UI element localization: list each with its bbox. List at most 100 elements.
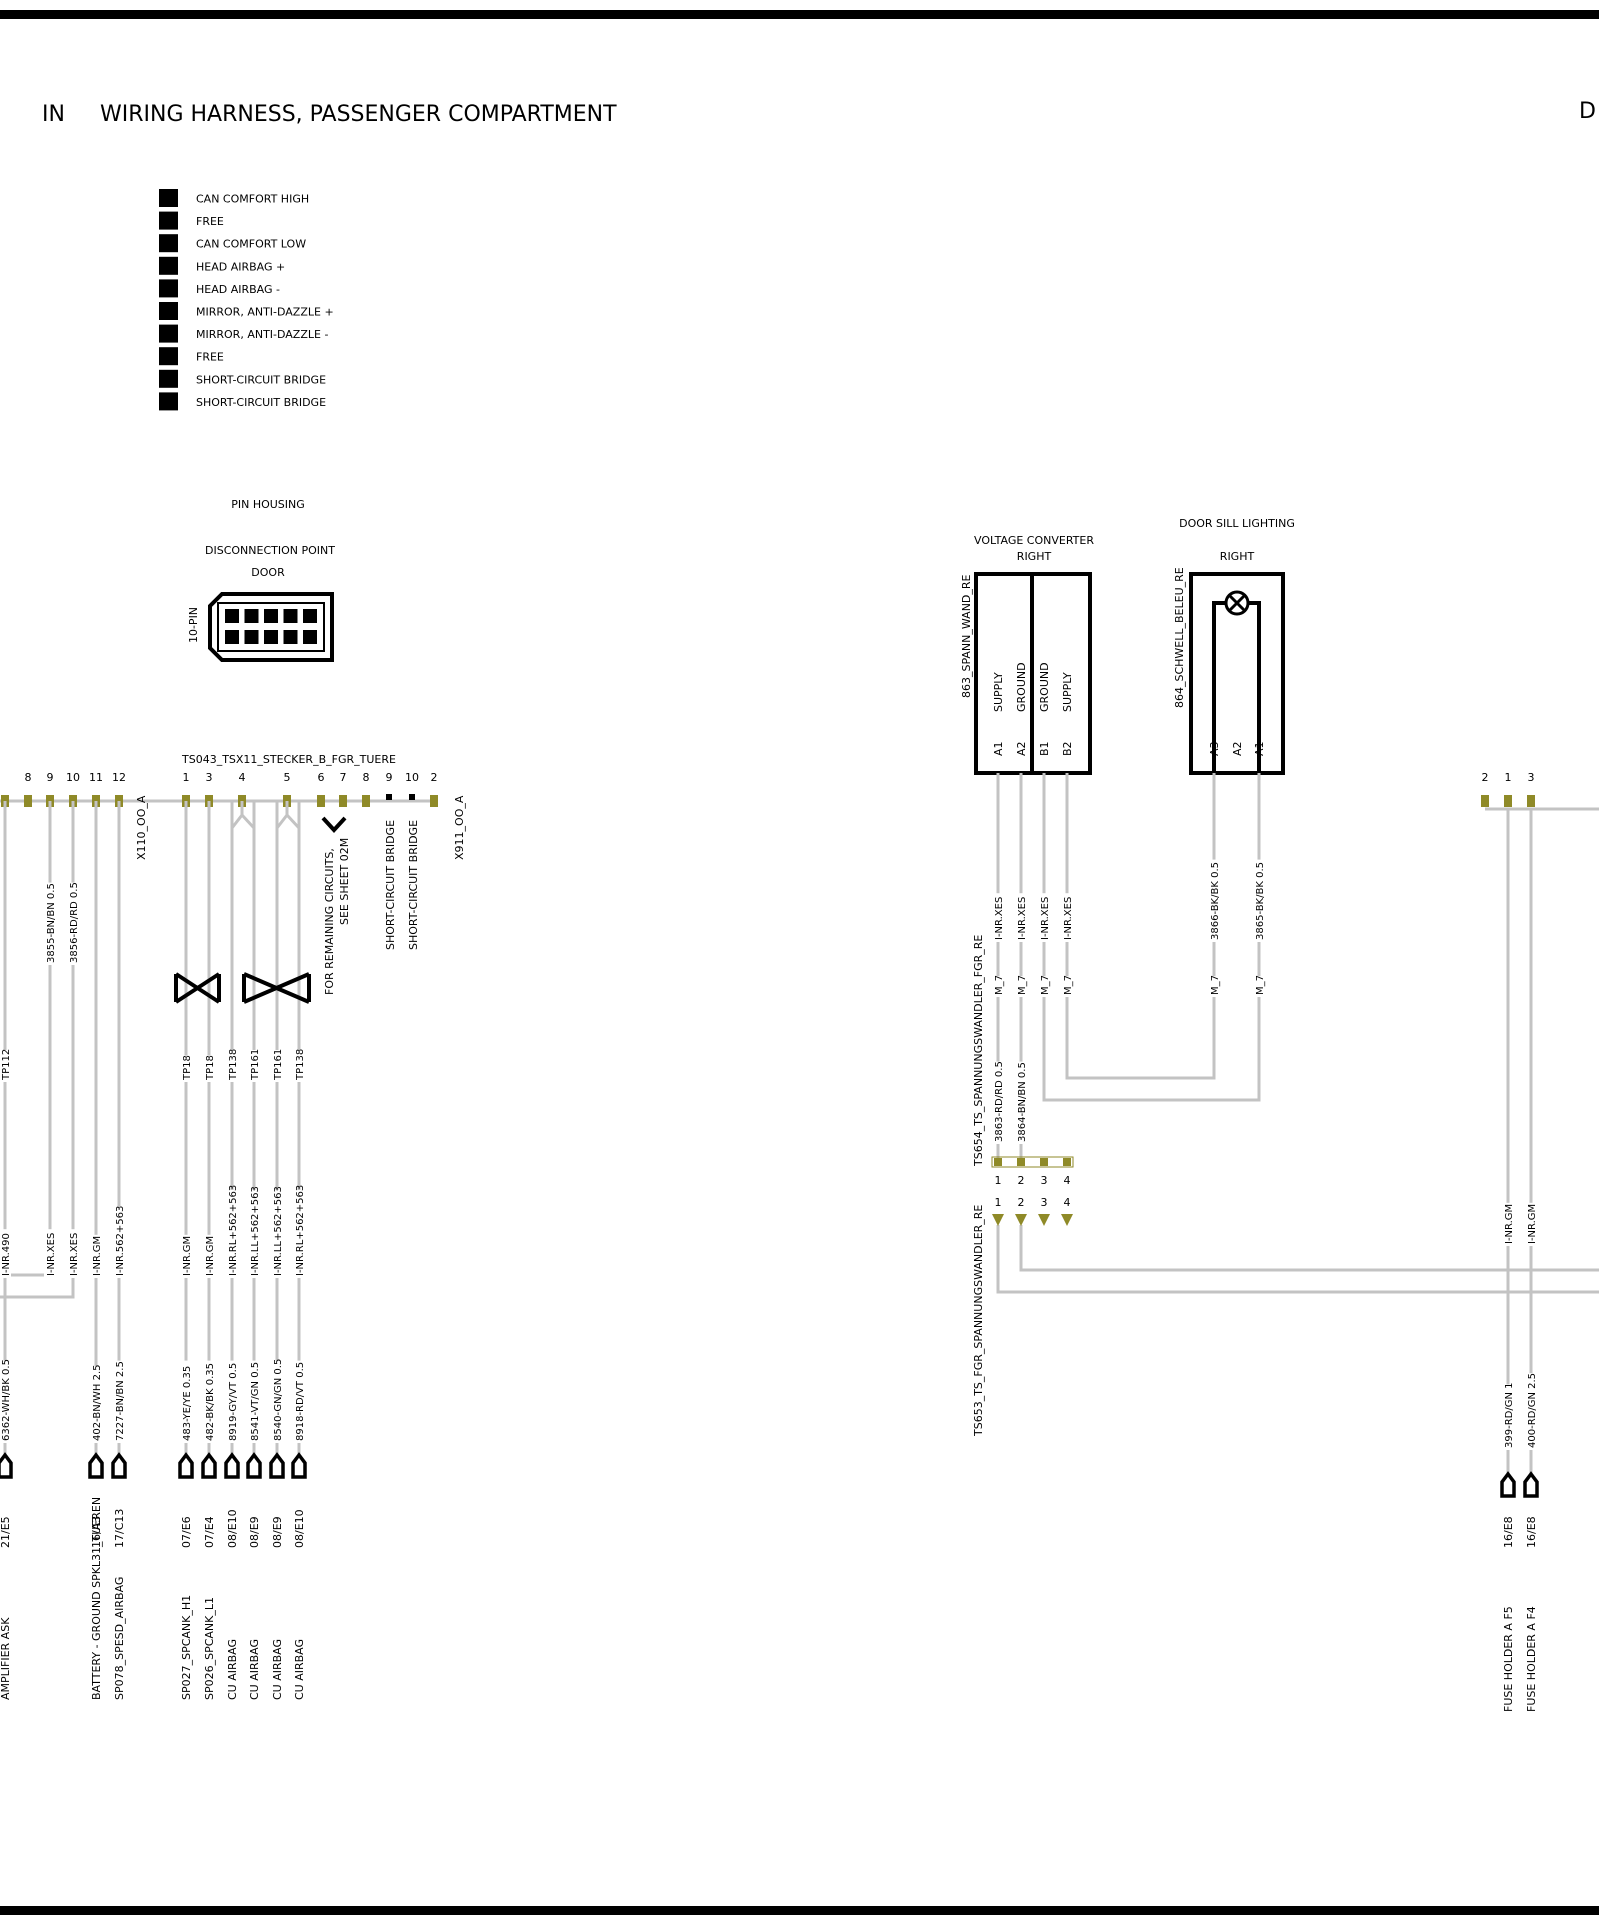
wire-label-bg xyxy=(1502,1202,1514,1246)
wire-label: 3856-RD/RD 0.5 xyxy=(67,882,80,965)
wire-label-text: M_7 xyxy=(1017,975,1028,995)
wire-label-bg xyxy=(0,1229,11,1278)
housing-pin-number: 8 xyxy=(268,613,274,623)
terminal-pin xyxy=(992,1214,1004,1226)
wire-label-text: I-NR.LL+562+563 xyxy=(250,1186,261,1276)
terminal-pin xyxy=(1040,1158,1048,1166)
remaining-circuits-note-2: SEE SHEET 02M xyxy=(338,838,351,925)
wire-label-bg xyxy=(1525,1373,1537,1450)
ts654-pin-number: 3 xyxy=(1041,1174,1048,1187)
ts653-pin-number: 1 xyxy=(995,1196,1002,1209)
housing-pin xyxy=(225,630,239,644)
voltage-converter-title: VOLTAGE CONVERTER xyxy=(974,534,1094,547)
wire-label-bg xyxy=(226,1190,238,1278)
short-circuit-bridge-note-1: SHORT-CIRCUIT BRIDGE xyxy=(384,820,397,950)
bundle-label: I-NR.RL+562+563 xyxy=(293,1185,306,1278)
legend-pin-text: FREE xyxy=(196,351,224,364)
bundle-label: I-NR.GM xyxy=(1502,1202,1515,1246)
fuse-description: FUSE HOLDER A F5 xyxy=(1502,1606,1515,1712)
wire-label-bg xyxy=(1525,1202,1537,1246)
ground-terminal-icon xyxy=(88,1452,104,1479)
wire-label-text: I-NR.RL+562+563 xyxy=(295,1185,306,1276)
wire-label-bg xyxy=(293,1360,305,1443)
legend-pin-number: 6 xyxy=(165,308,171,319)
voltage-converter-right: VOLTAGE CONVERTER RIGHT 863_SPANN_WAND_R… xyxy=(960,534,1094,775)
wire-label-text: TP138 xyxy=(295,1049,306,1081)
dsl-pin-label: A3 xyxy=(1208,741,1221,756)
tp-label: TP161 xyxy=(271,1049,284,1082)
wire-code-label: 482-BK/BK 0.35 xyxy=(203,1360,216,1443)
ts043-pin-number: 3 xyxy=(206,771,213,784)
wire-label-text: I-NR.GM xyxy=(182,1236,193,1276)
bundle-label: I-NR.RL+562+563 xyxy=(226,1185,239,1278)
voltage-converter-subtitle: RIGHT xyxy=(1017,550,1052,563)
vc-pin-label: B2 xyxy=(1061,741,1074,756)
x110-label: X110_OO_A xyxy=(135,795,148,860)
bundle-label: I-NR.490 xyxy=(0,1229,12,1278)
legend-pin-text: SHORT-CIRCUIT BRIDGE xyxy=(196,373,326,386)
wire-label-text: M_7 xyxy=(1063,975,1074,995)
wire-label-text: I-NR.XES xyxy=(46,1233,57,1276)
ground-location: 08/E10 xyxy=(293,1509,306,1548)
housing-pin xyxy=(283,630,298,644)
wire-label-bg xyxy=(1253,859,1265,942)
ground-location: 08/E9 xyxy=(271,1516,284,1548)
vc-pin-label: B1 xyxy=(1038,741,1051,756)
wire-label-text: 8540-GN/GN 0.5 xyxy=(273,1359,284,1441)
ground-terminal-icon xyxy=(1500,1471,1516,1498)
housing-pin-number: 3 xyxy=(268,634,274,644)
bundle-label: I-NR.GM xyxy=(180,1234,193,1278)
legend-pin-number: 3 xyxy=(165,240,171,251)
door-sill-lighting-subtitle: RIGHT xyxy=(1220,550,1255,563)
pin-housing-inner xyxy=(217,602,325,652)
dsl-pin-label: A2 xyxy=(1231,741,1244,756)
pin-housing-title: PIN HOUSING xyxy=(231,498,305,511)
ts043-pin-number: 4 xyxy=(239,771,246,784)
ground-description: CU AIRBAG xyxy=(226,1639,239,1700)
m7-label: M_7 xyxy=(1253,975,1266,997)
wire-code-label: 8919-GY/VT 0.5 xyxy=(226,1360,239,1443)
fuse-description: FUSE HOLDER A F4 xyxy=(1525,1606,1538,1712)
right-connector-pin-number: 2 xyxy=(1482,771,1489,784)
wire xyxy=(1042,773,1261,1102)
door-sill-lighting-box xyxy=(1189,572,1285,775)
x110-pin-number: 10 xyxy=(66,771,80,784)
terminal-pin xyxy=(24,795,32,807)
ts043-pin-number: 9 xyxy=(386,771,393,784)
ground-terminal-icon xyxy=(111,1452,127,1479)
wire-label-bg xyxy=(293,1190,305,1278)
ground-terminal-icon xyxy=(0,1452,13,1479)
wire-code-label: 400-RD/GN 2.5 xyxy=(1525,1373,1538,1450)
wire-label-text: 3865-BK/BK 0.5 xyxy=(1255,862,1266,940)
housing-pin-number: 1 xyxy=(229,634,235,644)
ground-location: 07/E4 xyxy=(203,1516,216,1548)
door-sill-lighting-title: DOOR SILL LIGHTING xyxy=(1179,517,1295,530)
ground-description: CU AIRBAG xyxy=(293,1639,306,1700)
wire-code-label: 3864-BN/BN 0.5 xyxy=(1015,1061,1028,1144)
wire-label-bg xyxy=(226,1050,238,1082)
ts654-pin-number: 4 xyxy=(1064,1174,1071,1187)
vc-function-label: GROUND xyxy=(1038,662,1051,712)
housing-pin xyxy=(303,630,317,644)
x110-pin-number: 12 xyxy=(112,771,126,784)
ground-description: SP078_SPESD_AIRBAG xyxy=(113,1577,126,1700)
pin-housing-outline xyxy=(208,592,334,662)
wire-label-text: 400-RD/GN 2.5 xyxy=(1527,1373,1538,1448)
wire-label-bg xyxy=(180,1055,192,1082)
wire xyxy=(0,801,52,1277)
ts653-pin-number: 2 xyxy=(1018,1196,1025,1209)
wire-label-text: I-NR.XES xyxy=(69,1233,80,1276)
terminal-pin xyxy=(1481,795,1489,807)
sheet-title: WIRING HARNESS, PASSENGER COMPARTMENT xyxy=(100,102,617,127)
legend-pin-box xyxy=(159,279,178,298)
remaining-circuits-note-1: FOR REMAINING CIRCUITS, xyxy=(323,848,336,995)
wire-label: 3855-BN/BN 0.5 xyxy=(44,882,57,965)
